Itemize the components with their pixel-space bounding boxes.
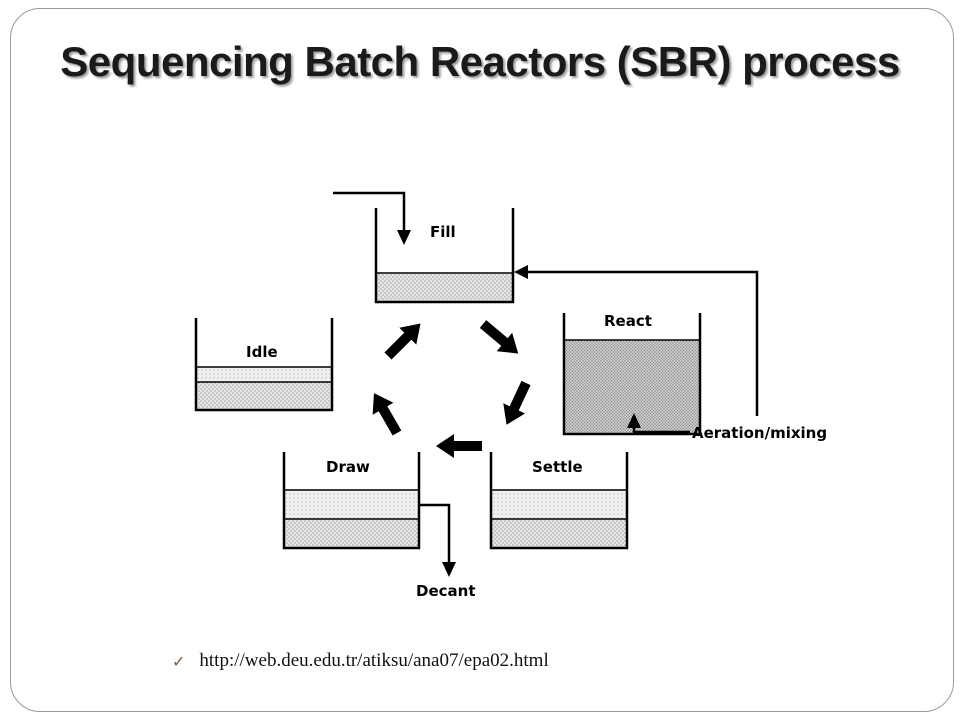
cycle-arrow-fill-to-react — [479, 320, 519, 354]
cycle-arrow-settle-to-draw — [436, 434, 482, 458]
slide-title: Sequencing Batch Reactors (SBR) process — [60, 38, 900, 85]
tank-fill: Fill — [374, 208, 515, 304]
tank-react: React — [562, 312, 702, 436]
slide-frame — [10, 8, 954, 712]
tank-settle: Settle — [489, 452, 629, 550]
cycle-arrow-idle-to-fill — [384, 323, 421, 360]
cycle-arrows — [372, 320, 531, 458]
tank-idle: Idle — [194, 318, 334, 412]
aeration-label: Aeration/mixing — [692, 424, 827, 442]
stage-label-react: React — [604, 312, 652, 330]
decant-label: Decant — [416, 582, 476, 600]
cycle-arrow-react-to-settle — [503, 380, 531, 425]
stage-label-idle: Idle — [246, 343, 278, 361]
aeration-line: Aeration/mixing — [514, 265, 827, 442]
checkmark-bullet-icon: ✓ — [172, 651, 186, 671]
stage-label-draw: Draw — [326, 458, 370, 476]
decant-arrow: Decant — [416, 503, 476, 600]
source-reference: ✓ http://web.deu.edu.tr/atiksu/ana07/epa… — [172, 650, 549, 672]
cycle-arrow-draw-to-idle — [372, 393, 402, 436]
source-url-link[interactable]: http://web.deu.edu.tr/atiksu/ana07/epa02… — [199, 650, 549, 671]
tank-draw: Draw — [282, 452, 421, 550]
influent-arrow — [333, 191, 411, 245]
stage-label-fill: Fill — [430, 223, 456, 241]
stage-label-settle: Settle — [532, 458, 583, 476]
